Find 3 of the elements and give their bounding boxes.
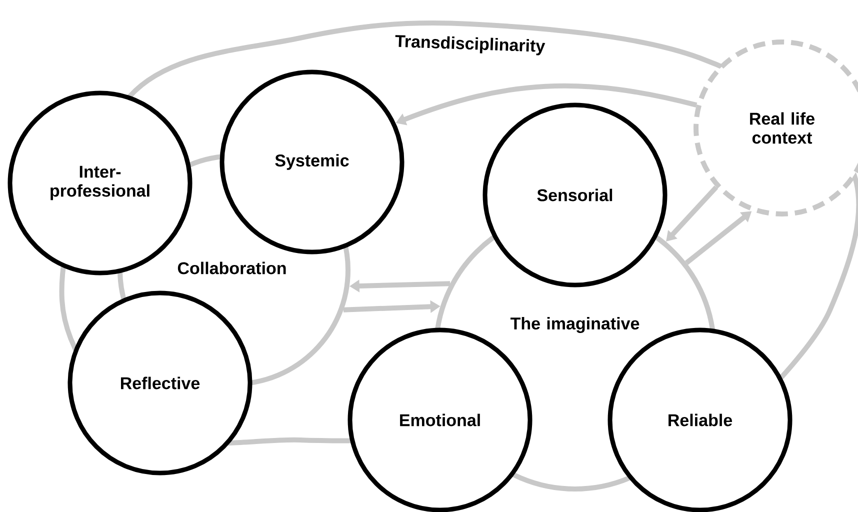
- loop-label: Transdisciplinarity: [392, 31, 548, 59]
- node-label: Reflective: [120, 376, 200, 390]
- node-label: Real life context: [750, 112, 814, 144]
